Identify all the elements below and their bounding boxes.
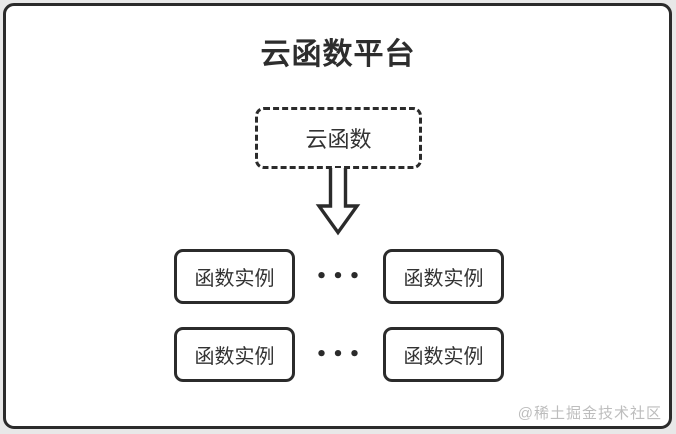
- function-instance-box: 函数实例: [174, 249, 295, 304]
- function-instance-box: 函数实例: [383, 249, 504, 304]
- ellipsis-icon: •••: [315, 266, 366, 287]
- watermark: @稀土掘金技术社区: [517, 405, 662, 422]
- function-instance-label: 函数实例: [403, 346, 484, 368]
- cloud-function-label: 云函数: [305, 127, 372, 152]
- down-arrow-icon: [315, 168, 361, 236]
- function-instance-box: 函数实例: [383, 327, 504, 382]
- function-instance-box: 函数实例: [174, 327, 295, 382]
- diagram-title: 云函数平台: [260, 38, 416, 71]
- function-instance-label: 函数实例: [194, 346, 275, 368]
- cloud-function-box: 云函数: [255, 107, 422, 169]
- ellipsis-icon: •••: [315, 344, 366, 365]
- function-instance-label: 函数实例: [403, 268, 484, 290]
- function-instance-label: 函数实例: [194, 268, 275, 290]
